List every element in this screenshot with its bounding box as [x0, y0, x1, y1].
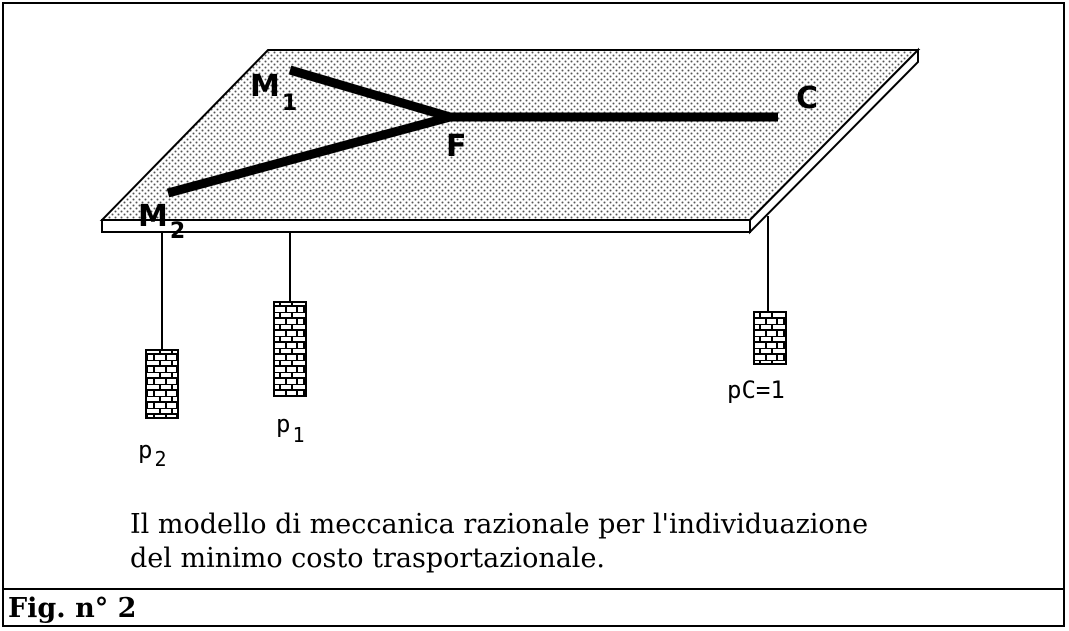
- caption-line-2: del minimo costo trasportazionale.: [130, 543, 606, 574]
- figure-caption: Il modello di meccanica razionale per l'…: [130, 508, 990, 576]
- node-label-f: F: [446, 129, 467, 164]
- divider: [2, 588, 1065, 590]
- node-label-c: C: [796, 81, 818, 116]
- table-side-edge: [749, 47, 919, 235]
- caption-line-1: Il modello di meccanica razionale per l'…: [130, 509, 869, 540]
- node-label-m2: M2: [138, 199, 185, 244]
- weight-label-pc: pC=1: [727, 376, 785, 404]
- weight-p1: [273, 301, 307, 397]
- node-label-m1: M1: [250, 69, 297, 116]
- weight-pc: [753, 311, 787, 365]
- weight-p2: [145, 349, 179, 419]
- figure-number: Fig. n° 2: [8, 593, 137, 624]
- cord-m1-f: [288, 65, 452, 122]
- table-front-edge: [101, 219, 751, 233]
- cord-m2-f: [166, 112, 452, 198]
- table-surface: [99, 49, 921, 221]
